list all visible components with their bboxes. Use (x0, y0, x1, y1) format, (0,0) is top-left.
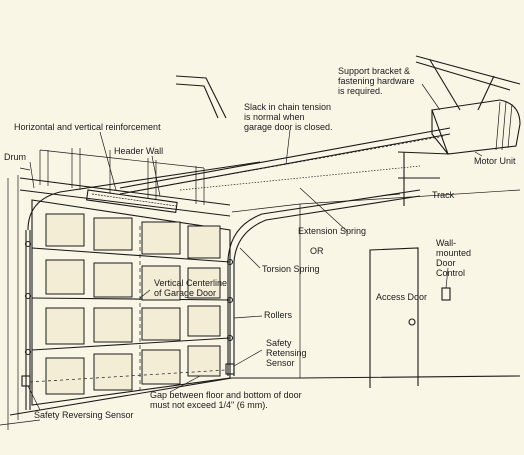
leader-lines (27, 83, 483, 411)
access-door (369, 247, 419, 388)
tracks (24, 151, 451, 410)
label-support-bracket-1: Support bracket & (338, 66, 410, 76)
label-wall-control-4: Control (436, 268, 465, 278)
label-torsion-spring: Torsion Spring (262, 264, 320, 274)
label-track: Track (432, 190, 455, 200)
label-safety-retensing-2: Retensing (266, 348, 307, 358)
room-structure (0, 167, 521, 430)
label-header-wall: Header Wall (114, 146, 163, 156)
label-access-door: Access Door (376, 292, 427, 302)
label-or: OR (310, 246, 324, 256)
garage-door (31, 199, 231, 406)
label-motor-unit: Motor Unit (474, 156, 516, 166)
wall-control (441, 287, 451, 301)
label-wall-control-1: Wall- (436, 238, 456, 248)
label-safety-retensing-3: Sensor (266, 358, 295, 368)
label-slack-chain-1: Slack in chain tension (244, 102, 331, 112)
opener-rail (85, 127, 451, 214)
label-slack-chain-3: garage door is closed. (244, 122, 333, 132)
label-wall-control-2: mounted (436, 248, 471, 258)
label-vertical-centerline-1: Vertical Centerline (154, 278, 227, 288)
label-gap-2: must not exceed 1/4" (6 mm). (150, 400, 268, 410)
label-slack-chain-2: is normal when (244, 112, 305, 122)
label-rollers: Rollers (264, 310, 293, 320)
label-horizontal-vertical: Horizontal and vertical reinforcement (14, 122, 161, 132)
label-wall-control-3: Door (436, 258, 456, 268)
label-support-bracket-2: fastening hardware (338, 76, 415, 86)
header-wall (19, 148, 231, 217)
label-safety-retensing-1: Safety (266, 338, 292, 348)
label-support-bracket-3: is required. (338, 86, 383, 96)
support-bracket (175, 55, 521, 119)
sensors (21, 363, 235, 387)
label-drum: Drum (4, 152, 26, 162)
label-vertical-centerline-2: of Garage Door (154, 288, 216, 298)
motor-unit (431, 99, 521, 155)
label-extension-spring: Extension Spring (298, 226, 366, 236)
label-gap-1: Gap between floor and bottom of door (150, 390, 302, 400)
labels: Support bracket & fastening hardware is … (4, 66, 516, 420)
label-safety-reversing: Safety Reversing Sensor (34, 410, 134, 420)
